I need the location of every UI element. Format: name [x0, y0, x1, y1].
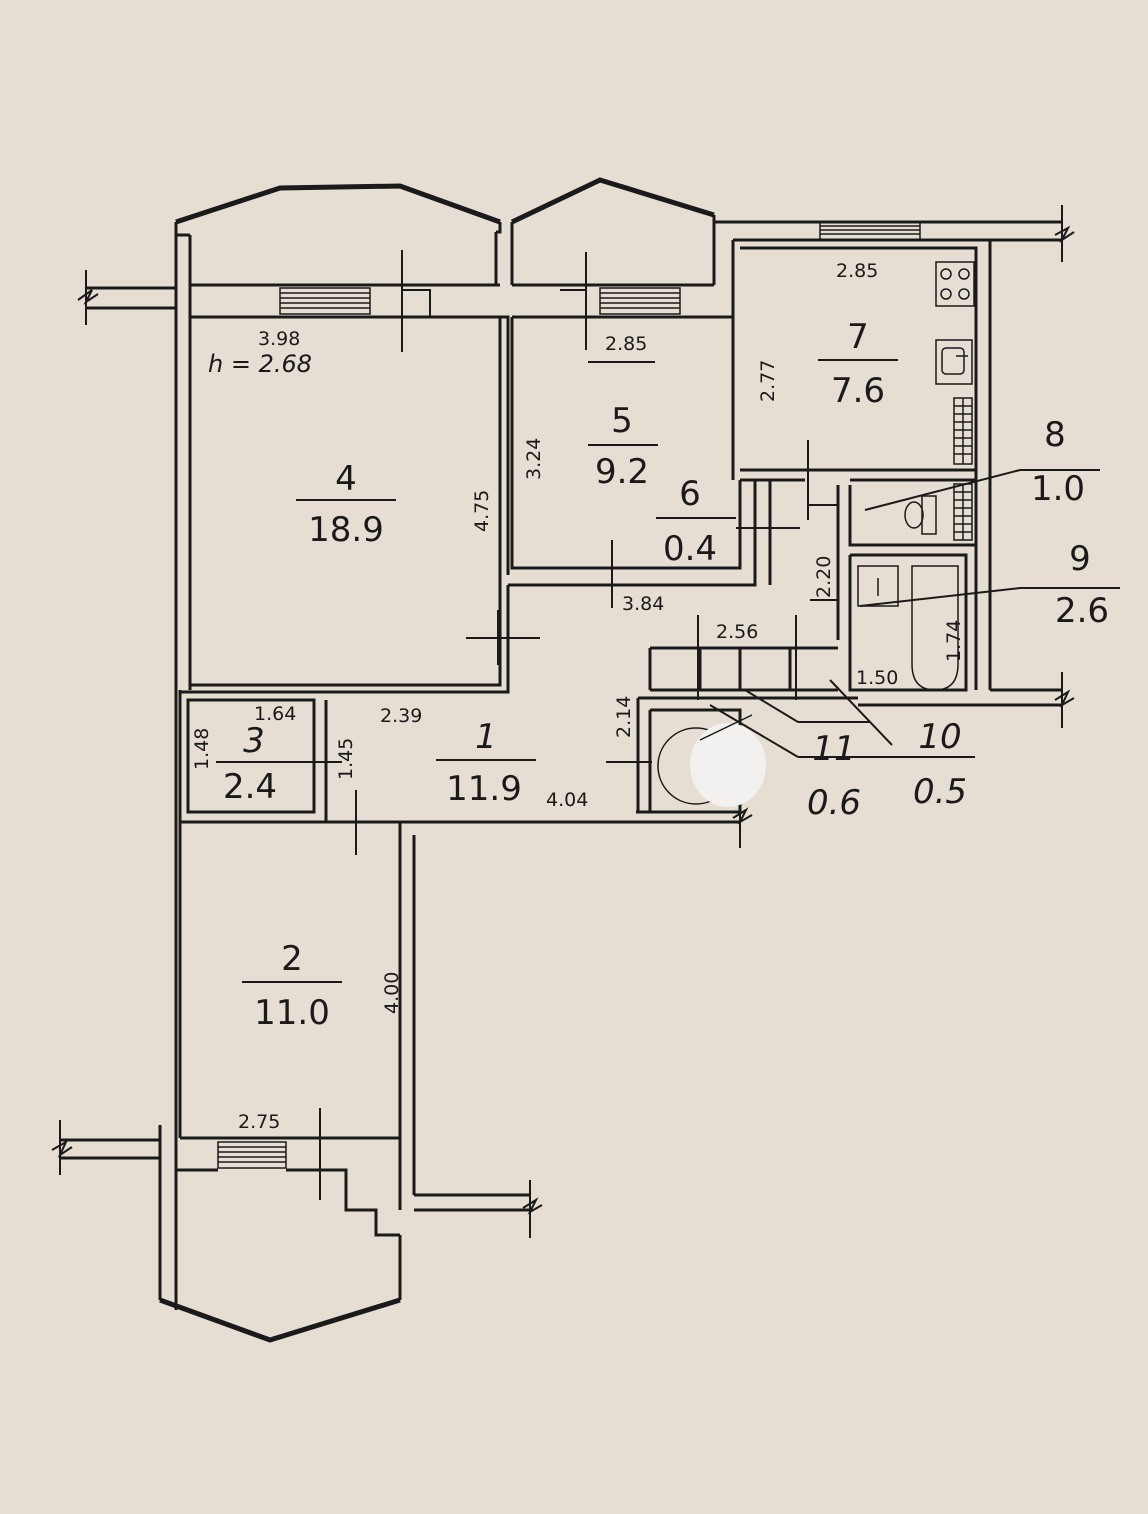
interior-walls — [180, 246, 978, 824]
room-7-area: 7.6 — [831, 371, 885, 411]
room-4-area: 18.9 — [308, 510, 384, 550]
room-6-label: 6 0.4 — [656, 474, 736, 569]
sink-icon — [935, 339, 973, 385]
dim-room3-width: 1.64 — [254, 703, 296, 725]
ceiling-height: h = 2.68 — [208, 350, 312, 378]
room-1-number: 1 — [475, 717, 497, 757]
dim-room4-depth: 4.75 — [471, 490, 493, 532]
dim-room5-depth: 3.24 — [523, 438, 545, 480]
room-9-number: 9 — [1069, 539, 1091, 579]
room-9-label: 9 2.6 — [1055, 539, 1109, 631]
dim-room2-width: 2.75 — [238, 1111, 280, 1133]
blur-smudge — [690, 723, 766, 807]
room-5-label: 5 9.2 — [588, 401, 658, 492]
room-10-area: 0.5 — [913, 772, 967, 812]
dim-room4-width: 3.98 — [258, 328, 300, 350]
room-9-area: 2.6 — [1055, 591, 1109, 631]
dim-room3-depth: 1.48 — [191, 728, 213, 770]
room-10-label: 10 0.5 — [913, 717, 967, 812]
dim-hall-length: 4.04 — [546, 789, 588, 811]
room-8-number: 8 — [1044, 415, 1066, 455]
fixtures — [657, 261, 975, 807]
dim-hall-width: 2.39 — [380, 705, 422, 727]
dim-kitchen-depth: 2.77 — [757, 360, 779, 402]
dim-corridor-upper: 3.84 — [622, 593, 664, 615]
room-6-area: 0.4 — [663, 529, 717, 569]
room-5-number: 5 — [611, 401, 633, 441]
door-marks — [286, 250, 838, 1200]
room-4-label: 4 18.9 — [296, 459, 396, 550]
room-3-area: 2.4 — [223, 767, 277, 807]
dim-closets-width: 2.56 — [716, 621, 758, 643]
dim-bath-depth: 1.74 — [943, 620, 965, 662]
radiator-icon — [953, 397, 973, 465]
room-8-area: 1.0 — [1031, 469, 1085, 509]
room-1-area: 11.9 — [446, 769, 522, 809]
toilet-icon — [904, 495, 937, 535]
towel-rail-icon — [953, 483, 973, 541]
dim-corridor-depth: 2.14 — [613, 696, 635, 738]
dim-kitchen-width: 2.85 — [836, 260, 878, 282]
room-1-label: 1 11.9 — [436, 717, 536, 809]
dim-bath-width: 1.50 — [856, 667, 898, 689]
bathtub-icon — [857, 565, 959, 691]
room-6-number: 6 — [679, 474, 701, 514]
room-7-label: 7 7.6 — [818, 317, 898, 411]
leader-lines — [588, 361, 1120, 758]
room-3-number: 3 — [243, 721, 265, 761]
room-5-area: 9.2 — [595, 452, 649, 492]
dim-room2-depth: 4.00 — [381, 972, 403, 1014]
room-2-label: 2 11.0 — [242, 939, 342, 1033]
room-4-number: 4 — [335, 459, 357, 499]
room-11-label: 11 0.6 — [807, 729, 861, 823]
dim-room5-width: 2.85 — [605, 333, 647, 355]
dim-wc-depth: 2.20 — [813, 556, 835, 598]
room-8-label: 8 1.0 — [1031, 415, 1085, 509]
room-3-label: 3 2.4 — [216, 721, 290, 807]
windows — [217, 221, 921, 1169]
stove-icon — [935, 261, 975, 307]
room-11-number: 11 — [812, 729, 855, 769]
room-10-number: 10 — [918, 717, 961, 757]
room-labels: 4 18.9 5 9.2 6 0.4 7 7.6 8 1.0 9 — [216, 317, 1109, 1033]
dimensions: 3.98 2.85 2.85 2.77 4.75 3.24 3.84 2.56 … — [191, 260, 965, 1133]
room-11-area: 0.6 — [807, 783, 861, 823]
room-2-number: 2 — [281, 939, 303, 979]
room-2-area: 11.0 — [254, 993, 330, 1033]
room-7-number: 7 — [847, 317, 869, 357]
dim-passage-depth: 1.45 — [335, 738, 357, 780]
